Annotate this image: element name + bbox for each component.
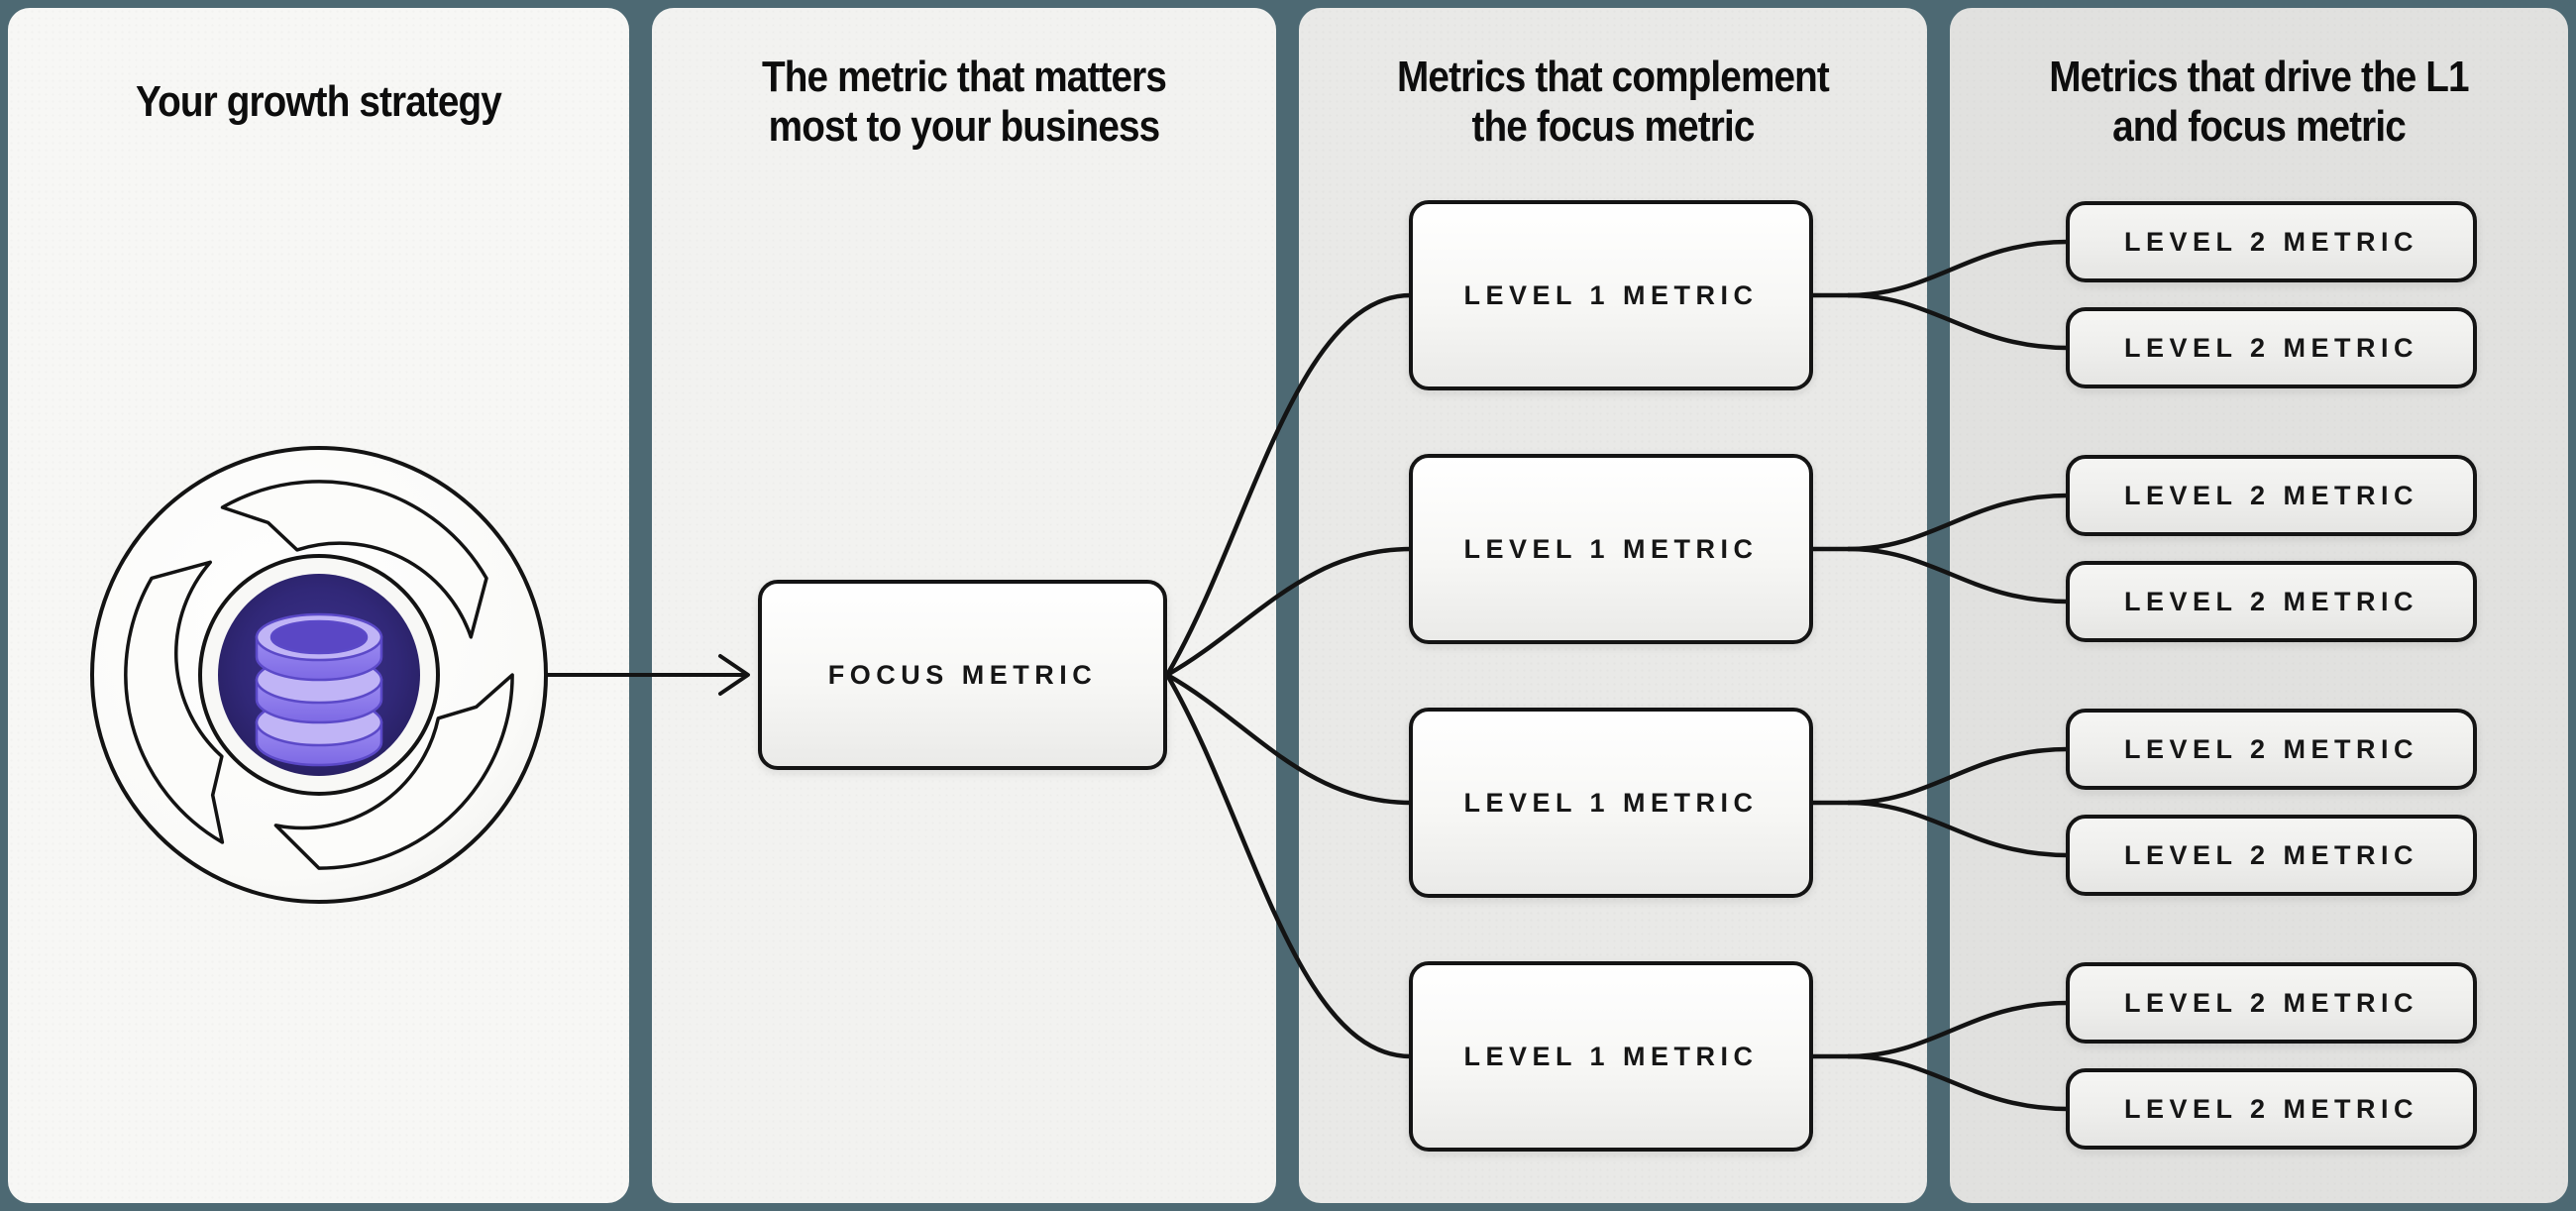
level2-metric-box: LEVEL 2 METRIC [2066,1068,2477,1150]
level2-metric-box: LEVEL 2 METRIC [2066,962,2477,1044]
panel-title-line: The metric that matters [762,53,1167,101]
level1-metric-label: LEVEL 1 METRIC [1463,787,1759,818]
level1-metric-box: LEVEL 1 METRIC [1409,454,1813,644]
panel-title-line: Metrics that complement [1397,53,1830,101]
level1-metric-label: LEVEL 1 METRIC [1463,1041,1759,1071]
panel-title: Metrics that drive the L1 and focus metr… [1986,44,2530,161]
level2-metric-box: LEVEL 2 METRIC [2066,201,2477,282]
panel-title: Metrics that complement the focus metric [1337,44,1889,161]
level2-metric-label: LEVEL 2 METRIC [2123,332,2419,363]
panel-title-line: most to your business [768,102,1160,151]
level2-metric-box: LEVEL 2 METRIC [2066,307,2477,388]
level2-metric-box: LEVEL 2 METRIC [2066,561,2477,642]
level2-metric-label: LEVEL 2 METRIC [2123,586,2419,616]
panel-title: Your growth strategy [46,44,592,161]
level1-metric-box: LEVEL 1 METRIC [1409,200,1813,390]
panel-title-line: and focus metric [2112,102,2407,151]
panel-title-line: Your growth strategy [136,77,502,126]
level2-metric-box: LEVEL 2 METRIC [2066,815,2477,896]
level2-metric-label: LEVEL 2 METRIC [2123,1093,2419,1124]
focus-metric-label: FOCUS METRIC [827,659,1098,690]
level2-metric-label: LEVEL 2 METRIC [2123,839,2419,870]
panel-title-line: the focus metric [1471,102,1755,151]
panel-growth-strategy: Your growth strategy [8,8,629,1203]
panel-title: The metric that matters most to your bus… [690,44,1238,161]
level1-metric-box: LEVEL 1 METRIC [1409,708,1813,898]
level1-metric-box: LEVEL 1 METRIC [1409,961,1813,1152]
panel-title-line: Metrics that drive the L1 [2049,53,2469,101]
level2-metric-label: LEVEL 2 METRIC [2123,226,2419,257]
level1-metric-label: LEVEL 1 METRIC [1463,279,1759,310]
level2-metric-box: LEVEL 2 METRIC [2066,709,2477,790]
level2-metric-label: LEVEL 2 METRIC [2123,480,2419,510]
level2-metric-label: LEVEL 2 METRIC [2123,733,2419,764]
level1-metric-label: LEVEL 1 METRIC [1463,533,1759,564]
focus-metric-box: FOCUS METRIC [758,580,1167,770]
level2-metric-box: LEVEL 2 METRIC [2066,455,2477,536]
level2-metric-label: LEVEL 2 METRIC [2123,987,2419,1018]
